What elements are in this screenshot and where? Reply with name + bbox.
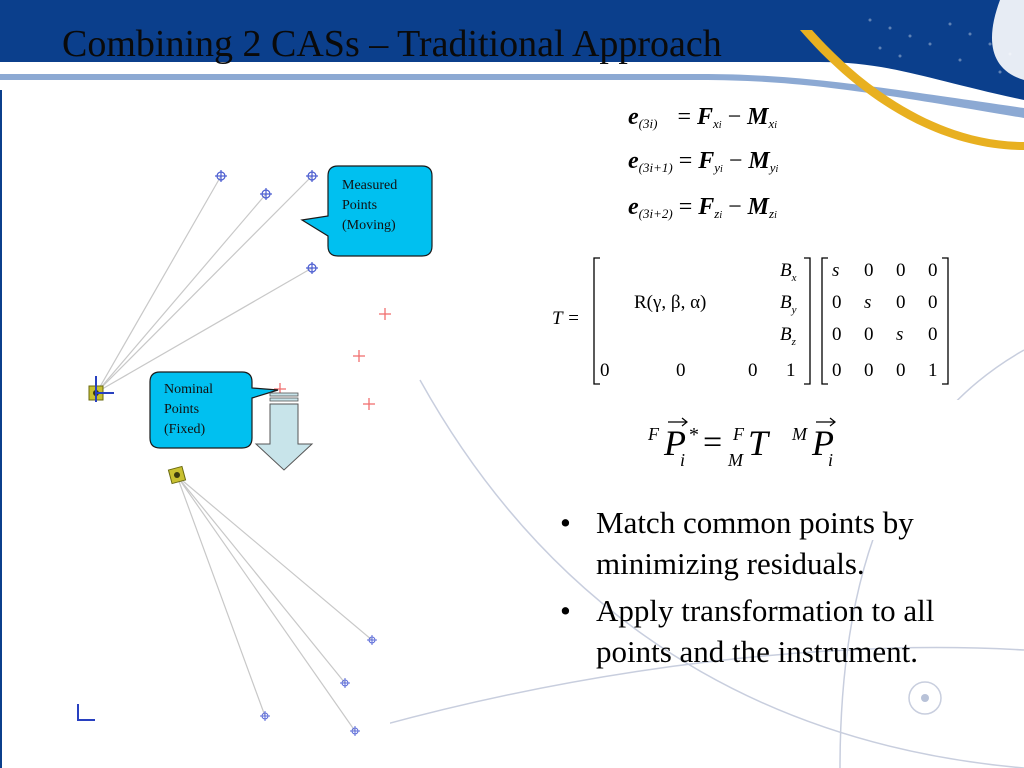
nominal-callout-line-3: (Fixed)	[164, 422, 206, 437]
bullet-item: • Match common points by minimizing resi…	[556, 502, 976, 584]
nominal-callout-line-2: Points	[164, 402, 200, 417]
bullet-dot: •	[560, 505, 571, 540]
down-arrow	[254, 392, 314, 471]
nominal-callout-text: Nominal Points (Fixed)	[164, 380, 213, 440]
nominal-callout-shape	[149, 371, 279, 449]
nominal-point-markers	[274, 308, 391, 410]
measured-callout-line-2: Points	[342, 198, 378, 213]
instrument-upper-icon	[88, 376, 114, 402]
measured-point-3	[306, 170, 318, 182]
measured-point-1	[215, 170, 227, 182]
bullet-list: • Match common points by minimizing resi…	[556, 502, 976, 678]
lower-point-markers	[260, 635, 377, 736]
nominal-callout-line-1: Nominal	[164, 382, 213, 397]
measured-callout-line-3: (Moving)	[342, 218, 396, 233]
formula-panel	[620, 400, 1000, 540]
measured-callout-text: Measured Points (Moving)	[342, 176, 397, 236]
instrument-lower-icon	[167, 465, 187, 485]
matrix-brackets	[593, 257, 949, 385]
gold-swoosh	[800, 30, 1024, 150]
lower-diagram-panel	[68, 460, 390, 742]
measured-rays	[96, 175, 313, 393]
bullet-text: Match common points by minimizing residu…	[596, 505, 914, 581]
axis-corner-icon	[77, 704, 95, 721]
bullet-dot: •	[560, 593, 571, 628]
vector-arrows	[668, 417, 836, 427]
bullet-text: Apply transformation to all points and t…	[596, 593, 935, 669]
lower-point-2	[340, 678, 350, 688]
measured-callout-line-1: Measured	[342, 178, 398, 193]
header-white-curve	[991, 0, 1024, 80]
measured-point-4	[306, 262, 318, 274]
decor-circle-dot	[921, 694, 929, 702]
measured-callout-shape	[300, 165, 433, 257]
decor-arc-1	[419, 379, 1024, 768]
header-light-stripe	[0, 74, 1024, 118]
measured-point-markers	[215, 170, 318, 274]
lower-point-1	[367, 635, 377, 645]
residual-equation-y: e(3i+1) = Fyi − Myi	[628, 148, 779, 175]
bullet-item: • Apply transformation to all points and…	[556, 590, 976, 672]
nominal-point-4	[363, 398, 375, 410]
lower-point-4	[260, 711, 270, 721]
header-blue-band	[0, 0, 1024, 100]
slide-title: Combining 2 CASs – Traditional Approach	[62, 23, 722, 65]
decor-arc-3	[329, 646, 1024, 741]
residual-equation-z: e(3i+2) = Fzi − Mzi	[628, 194, 777, 221]
lower-rays	[176, 475, 373, 732]
residual-equation-x: e(3i) = Fxi − Mxi	[628, 104, 778, 131]
lower-point-3	[350, 726, 360, 736]
measured-point-2	[260, 188, 272, 200]
nominal-point-1	[379, 308, 391, 320]
nominal-point-2	[353, 350, 365, 362]
